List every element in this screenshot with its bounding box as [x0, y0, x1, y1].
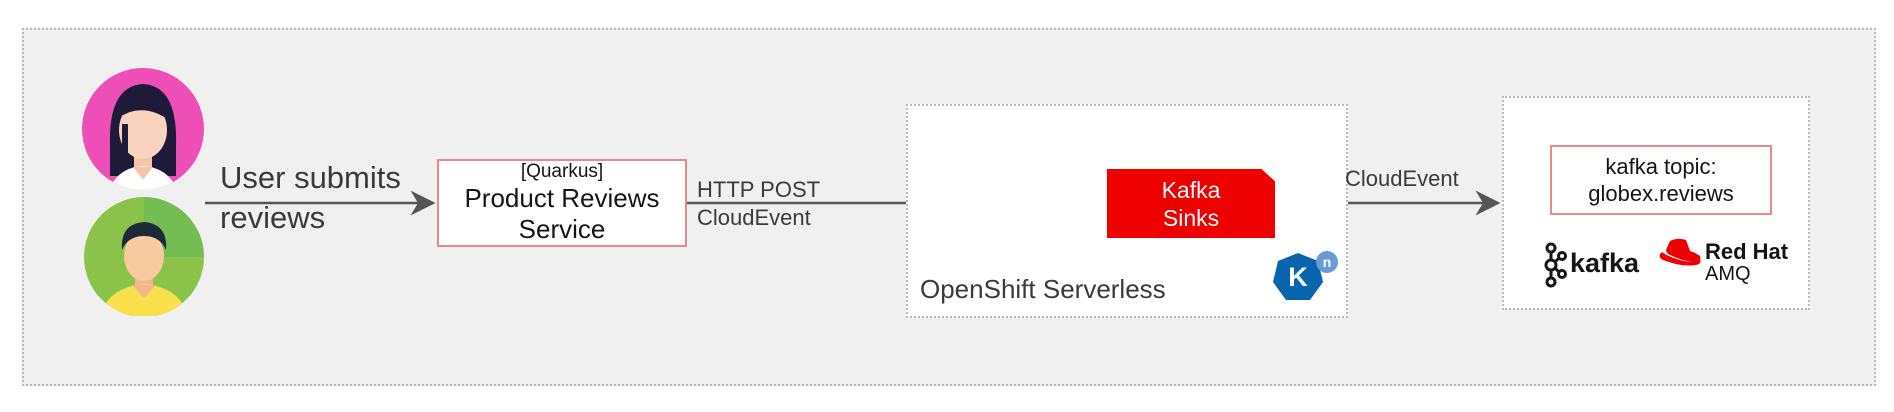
sink-line2: Sinks — [1162, 204, 1220, 231]
sink-line1: Kafka — [1161, 176, 1221, 203]
female-user-avatar-icon — [82, 68, 204, 190]
cloudevent-right-label: CloudEvent — [1345, 166, 1459, 191]
knative-logo-icon: K n — [1273, 251, 1338, 300]
kafka-topic-box: kafka topic: globex.reviews — [1550, 145, 1772, 215]
redhat-hat-icon — [1659, 238, 1701, 266]
http-post-cloudevent-label: HTTP POST CloudEvent — [697, 176, 820, 232]
topic-line1: kafka topic: — [1605, 154, 1717, 179]
knative-letter: K — [1288, 262, 1308, 292]
redhat-amq-logo-text: Red Hat AMQ — [1705, 240, 1788, 286]
redhat-line1: Red Hat — [1705, 239, 1789, 264]
topic-line2: globex.reviews — [1588, 181, 1734, 206]
cloudevent-line: CloudEvent — [697, 205, 811, 230]
users-avatars — [82, 68, 204, 316]
kafka-logo-text: kafka — [1570, 248, 1640, 278]
knative-sup: n — [1323, 254, 1332, 270]
service-tag: [Quarkus] — [520, 161, 604, 182]
product-reviews-service-box: [Quarkus] Product Reviews Service — [437, 159, 687, 247]
user-submits-label: User submits reviews — [220, 158, 401, 238]
http-post-line: HTTP POST — [697, 177, 821, 202]
service-name-line2: Service — [518, 214, 606, 244]
service-name-line1: Product Reviews — [464, 183, 660, 213]
redhat-line2: AMQ — [1705, 263, 1751, 285]
user-label-line1: User submits — [220, 160, 401, 195]
kafka-sinks-box: Kafka Sinks — [1107, 169, 1275, 238]
kafka-logo-icon — [1544, 242, 1567, 288]
openshift-serverless-label: OpenShift Serverless — [920, 274, 1166, 304]
user-label-line2: reviews — [220, 200, 326, 235]
male-user-avatar-icon — [84, 197, 204, 316]
